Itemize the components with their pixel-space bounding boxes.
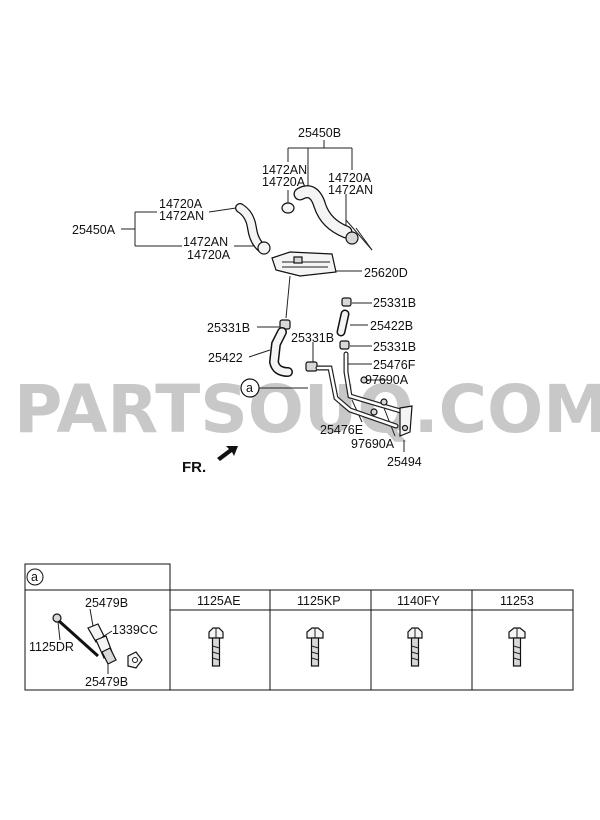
bolt-icon-3 [407, 627, 423, 667]
label-25331b-right-upper[interactable]: 25331B [373, 296, 416, 310]
detail-label-25479b-top[interactable]: 25479B [85, 596, 128, 610]
leader-lines [121, 140, 405, 452]
label-25331b-right-lower[interactable]: 25331B [373, 340, 416, 354]
label-14720a-left-lower[interactable]: 14720A [187, 248, 231, 262]
detail-label-25479b-bottom[interactable]: 25479B [85, 675, 128, 689]
column-header-3[interactable]: 1140FY [397, 594, 441, 608]
watermark-text: PARTSOUQ.COM [14, 371, 600, 448]
label-25476f[interactable]: 25476F [373, 358, 416, 372]
bolt-icon-2 [306, 627, 324, 667]
label-14720a-top-right[interactable]: 14720A [328, 171, 372, 185]
label-25331b-center[interactable]: 25331B [291, 331, 334, 345]
detail-label-1339cc[interactable]: 1339CC [112, 623, 158, 637]
column-header-2[interactable]: 1125KP [297, 594, 341, 608]
detail-label-1125dr[interactable]: 1125DR [29, 640, 74, 654]
label-25476e[interactable]: 25476E [320, 423, 363, 437]
label-25620d[interactable]: 25620D [364, 266, 408, 280]
label-25331b-left[interactable]: 25331B [207, 321, 250, 335]
label-97690a-upper[interactable]: 97690A [365, 373, 409, 387]
label-25450b[interactable]: 25450B [298, 126, 341, 140]
bolt-icon-4 [508, 627, 526, 667]
fastener-table: a 25479B 1125DR 1339CC 25479B 1125AE 112… [24, 563, 574, 691]
callout-a-letter: a [246, 381, 253, 395]
label-25450a[interactable]: 25450A [72, 223, 116, 237]
label-14720a-left-upper[interactable]: 14720A [159, 197, 203, 211]
clamp-assembly-drawing [52, 608, 143, 674]
front-direction-label: FR. [182, 459, 206, 476]
label-25494[interactable]: 25494 [387, 455, 422, 469]
label-14720a-top-left[interactable]: 14720A [262, 175, 306, 189]
label-1472an-top-left[interactable]: 1472AN [262, 163, 307, 177]
label-25422[interactable]: 25422 [208, 351, 243, 365]
bolt-icon-1 [208, 627, 224, 667]
callout-a-marker[interactable] [240, 378, 260, 398]
table-callout-a-letter: a [31, 570, 38, 584]
label-25422b[interactable]: 25422B [370, 319, 413, 333]
table-callout-a-marker [26, 568, 44, 586]
label-1472an-top-right[interactable]: 1472AN [328, 183, 373, 197]
column-header-1[interactable]: 1125AE [197, 594, 241, 608]
parts-artwork [217, 185, 413, 461]
label-1472an-left-lower[interactable]: 1472AN [183, 235, 228, 249]
column-header-4[interactable]: 11253 [500, 594, 534, 608]
label-97690a-lower[interactable]: 97690A [351, 437, 395, 451]
label-1472an-left-upper[interactable]: 1472AN [159, 209, 204, 223]
part-labels: 25450B 1472AN 14720A 14720A 1472AN 14720… [72, 126, 422, 469]
